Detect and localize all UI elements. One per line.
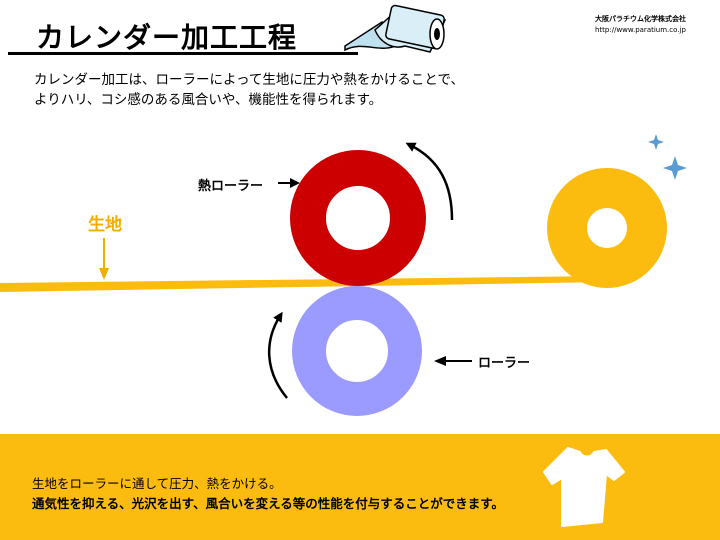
paper-roll-icon bbox=[344, 4, 447, 53]
intro-line-2: よりハリ、コシ感のある風合いや、機能性を得られます。 bbox=[34, 92, 383, 108]
pressure-roller bbox=[292, 286, 422, 416]
company-url: http://www.paratium.co.jp bbox=[595, 26, 686, 34]
footer-line-1: 生地をローラーに通して圧力、熱をかける。 bbox=[32, 476, 282, 491]
title-underline bbox=[8, 52, 358, 55]
footer-line-2: 通気性を抑える、光沢を出す、風合いを変える等の性能を付与することができます。 bbox=[32, 496, 505, 511]
footer-text: 生地をローラーに通して圧力、熱をかける。 通気性を抑える、光沢を出す、風合いを変… bbox=[32, 474, 552, 514]
footer-band: 生地をローラーに通して圧力、熱をかける。 通気性を抑える、光沢を出す、風合いを変… bbox=[0, 434, 720, 540]
intro-line-1: カレンダー加工は、ローラーによって生地に圧力や熱をかけることで、 bbox=[34, 72, 464, 88]
company-name: 大阪パラチウム化学株式会社 bbox=[595, 15, 686, 23]
page-title: カレンダー加工工程 bbox=[36, 21, 298, 54]
sparkle-icon bbox=[648, 134, 687, 180]
heat-roller-pointer-arrow-icon bbox=[278, 178, 300, 188]
tshirt-icon bbox=[543, 447, 625, 527]
roller-pointer-arrow-icon bbox=[434, 356, 472, 366]
fabric-label: 生地 bbox=[88, 215, 122, 235]
heat-roller-rotation-arrow-icon bbox=[405, 142, 454, 221]
fabric-strip bbox=[0, 276, 606, 292]
heat-roller-label: 熱ローラー bbox=[198, 179, 264, 194]
roller-rotation-arrow-icon bbox=[268, 311, 288, 399]
fabric-arrow-icon bbox=[99, 238, 109, 280]
heat-roller bbox=[290, 150, 426, 286]
fabric-roll bbox=[547, 168, 667, 288]
roller-label: ローラー bbox=[478, 356, 531, 371]
company-info: 大阪パラチウム化学株式会社 http://www.paratium.co.jp bbox=[595, 14, 686, 36]
intro-text: カレンダー加工は、ローラーによって生地に圧力や熱をかけることで、 よりハリ、コシ… bbox=[34, 70, 674, 110]
